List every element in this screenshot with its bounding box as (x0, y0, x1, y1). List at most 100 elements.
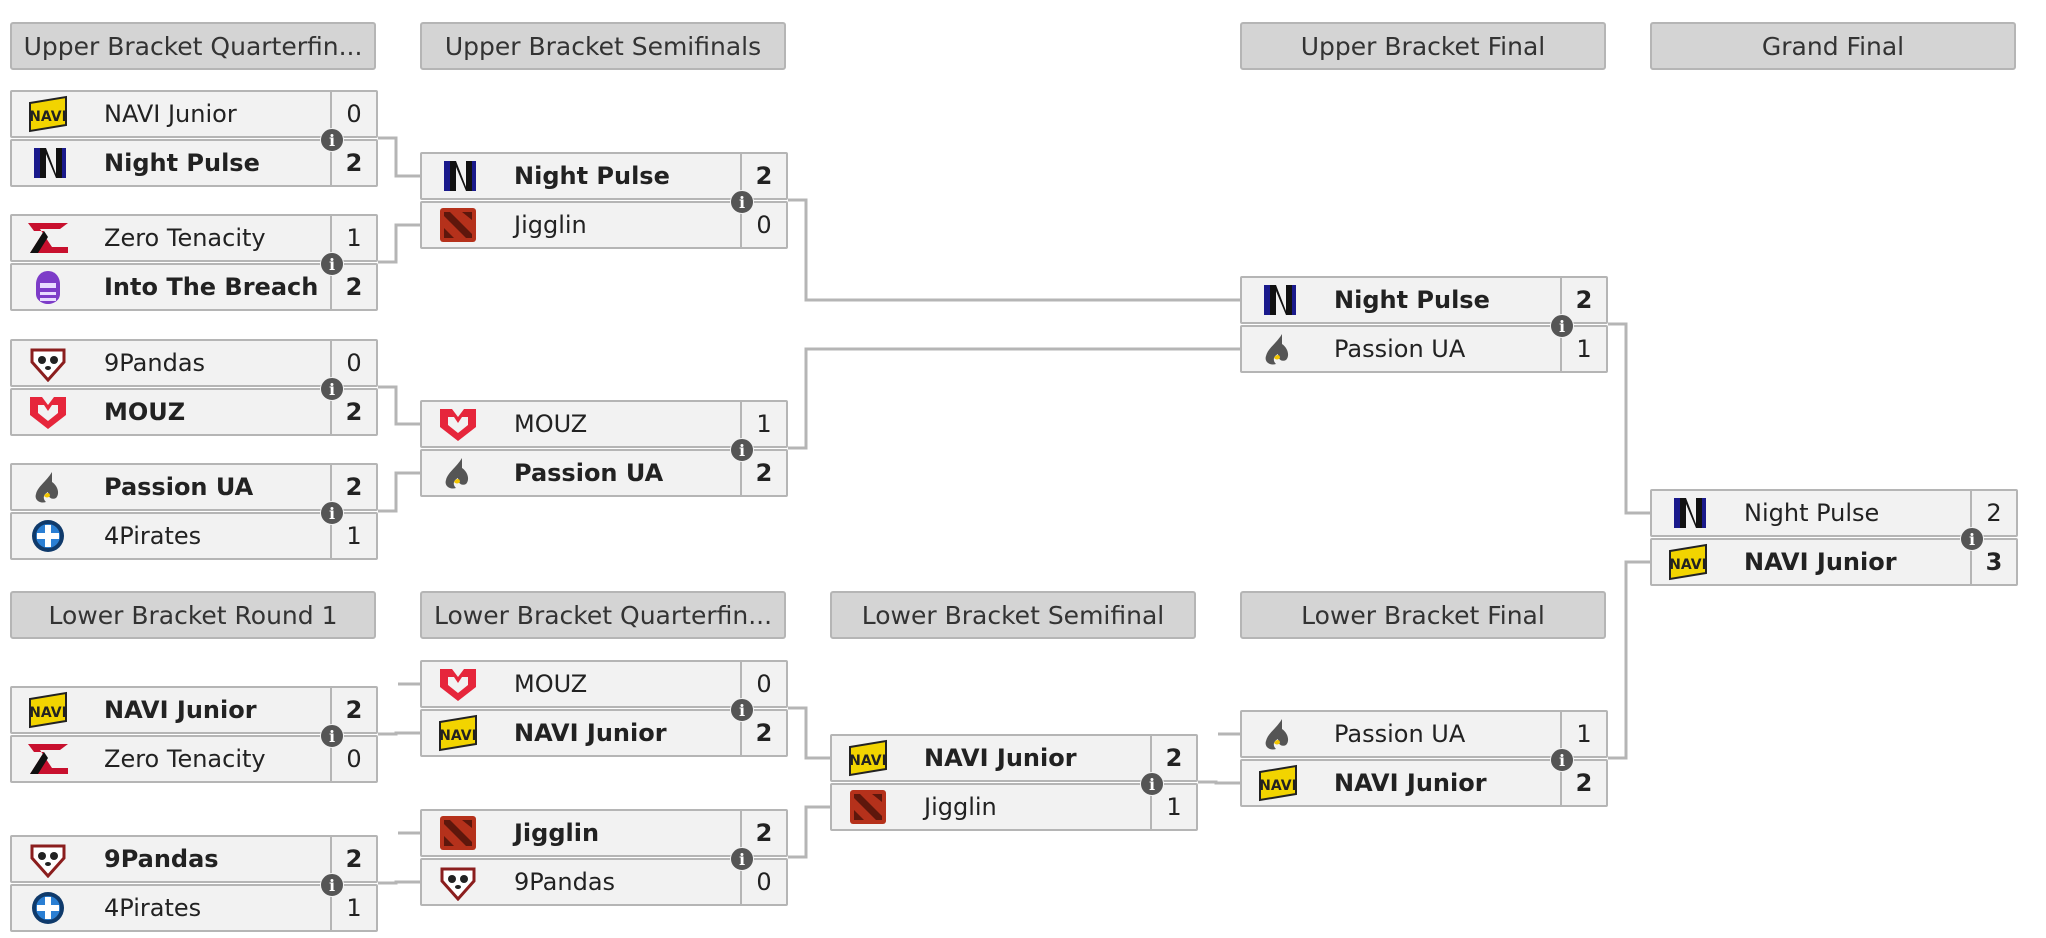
team-name[interactable]: Night Pulse (514, 162, 670, 190)
round-title: Lower Bracket Quarterfin... (433, 600, 773, 630)
info-icon[interactable]: i (320, 873, 344, 897)
zerotenacity-logo-icon (12, 216, 84, 260)
info-icon[interactable]: i (1550, 314, 1574, 338)
nightpulse-logo-icon (12, 141, 84, 185)
nightpulse-logo-icon (1242, 278, 1314, 322)
info-icon[interactable]: i (1960, 527, 1984, 551)
team-name[interactable]: NAVI Junior (514, 719, 667, 747)
info-icon[interactable]: i (320, 128, 344, 152)
team-name[interactable]: NAVI Junior (104, 100, 237, 128)
info-icon[interactable]: i (1550, 748, 1574, 772)
info-icon[interactable]: i (320, 724, 344, 748)
team-name[interactable]: Zero Tenacity (104, 224, 266, 252)
9pandas-logo-icon (12, 837, 84, 881)
team-name[interactable]: 4Pirates (104, 522, 202, 550)
round-title: Lower Bracket Final (1301, 600, 1545, 630)
team-name[interactable]: Zero Tenacity (104, 745, 266, 773)
team-slot[interactable]: NAVI NAVI Junior 3 (1650, 538, 2018, 586)
team-name[interactable]: Jigglin (514, 211, 587, 239)
team-name[interactable]: NAVI Junior (924, 744, 1077, 772)
info-icon[interactable]: i (1140, 772, 1164, 796)
connector-lbr1a-lbqf1 (378, 731, 420, 736)
team-name[interactable]: 9Pandas (514, 868, 616, 896)
team-name[interactable]: NAVI Junior (1744, 548, 1897, 576)
team-name[interactable]: Night Pulse (1744, 499, 1880, 527)
team-name[interactable]: 4Pirates (104, 894, 202, 922)
connector-ubf1-gf1 (1608, 322, 1650, 515)
team-slot[interactable]: 4Pirates 1 (10, 884, 378, 932)
connector-ubqf3-ubsf2 (378, 385, 420, 426)
team-name[interactable]: 9Pandas (104, 349, 206, 377)
team-name[interactable]: MOUZ (514, 410, 588, 438)
info-icon[interactable]: i (730, 190, 754, 214)
team-name[interactable]: MOUZ (104, 398, 186, 426)
round-header-gf: Grand Final (1650, 22, 2016, 70)
team-name[interactable]: Night Pulse (1334, 286, 1490, 314)
info-icon[interactable]: i (320, 252, 344, 276)
team-name[interactable]: Jigglin (514, 819, 600, 847)
info-icon[interactable]: i (320, 377, 344, 401)
navi-logo-icon: NAVI (12, 92, 84, 136)
team-name[interactable]: NAVI Junior (1334, 769, 1487, 797)
team-score: 2 (1150, 736, 1196, 780)
connector-ubsf2-ubf1 (788, 347, 1240, 450)
team-name[interactable]: Night Pulse (104, 149, 260, 177)
team-score: 2 (740, 711, 786, 755)
info-icon[interactable]: i (730, 698, 754, 722)
info-icon[interactable]: i (730, 847, 754, 871)
info-icon[interactable]: i (320, 501, 344, 525)
navi-logo-icon: NAVI (12, 688, 84, 732)
info-icon[interactable]: i (730, 438, 754, 462)
team-name[interactable]: MOUZ (514, 670, 588, 698)
team-score: 3 (1970, 540, 2016, 584)
team-name[interactable]: Passion UA (1334, 335, 1466, 363)
team-name[interactable]: NAVI Junior (104, 696, 257, 724)
connector-ubqf2-ubsf1 (378, 223, 420, 264)
team-name[interactable]: 9Pandas (104, 845, 219, 873)
svg-text:NAVI: NAVI (1259, 778, 1297, 794)
team-slot[interactable]: NAVI NAVI Junior 2 (10, 686, 378, 734)
team-name[interactable]: Jigglin (924, 793, 997, 821)
team-score: 1 (330, 886, 376, 930)
team-name[interactable]: Into The Breach (104, 273, 319, 301)
team-name[interactable]: Passion UA (514, 459, 664, 487)
connector-lbsf1-lbf1 (1198, 780, 1240, 785)
team-name[interactable]: Passion UA (1334, 720, 1466, 748)
connector-lbqf2-lbsf1 (788, 805, 830, 859)
svg-text:NAVI: NAVI (1669, 557, 1707, 573)
round-header-ubsf: Upper Bracket Semifinals (420, 22, 786, 70)
team-score: 2 (330, 688, 376, 732)
round-header-lbf: Lower Bracket Final (1240, 591, 1606, 639)
team-name[interactable]: Passion UA (104, 473, 254, 501)
round-title: Upper Bracket Final (1300, 31, 1546, 61)
